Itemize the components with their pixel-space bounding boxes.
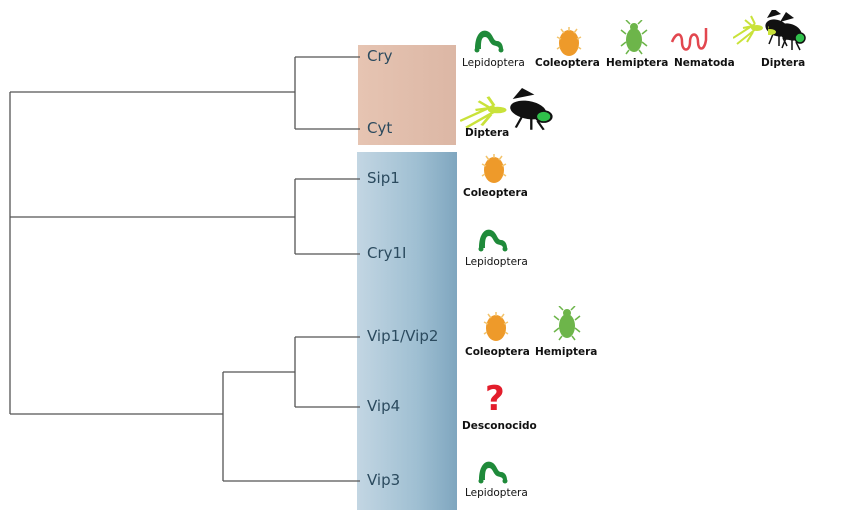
fly-icon: [768, 12, 806, 51]
target-label: Lepidoptera: [462, 57, 525, 69]
question-mark-icon: ?: [485, 379, 505, 419]
leaf-sip1: Sip1: [367, 169, 400, 187]
branch-vip-clade: [10, 336, 360, 482]
vip-sip-group-box: [357, 152, 457, 510]
target-label: Nematoda: [674, 57, 735, 69]
target-label: Hemiptera: [535, 346, 598, 358]
target-label: Desconocido: [462, 420, 537, 432]
leaf-cry: Cry: [367, 47, 393, 65]
beetle-icon: [483, 311, 509, 342]
caterpillar-icon: [478, 229, 508, 252]
caterpillar-icon: [474, 30, 504, 53]
leaf-vip1-vip2: Vip1/Vip2: [367, 327, 439, 345]
target-label: Lepidoptera: [465, 487, 528, 499]
target-label: Diptera: [465, 127, 510, 139]
leaf-vip3: Vip3: [367, 471, 401, 489]
beetle-icon: [481, 153, 507, 184]
target-label: Lepidoptera: [465, 256, 528, 268]
target-label: Diptera: [761, 57, 806, 69]
target-label: Coleoptera: [535, 57, 600, 69]
leaf-vip4: Vip4: [367, 397, 401, 415]
target-label: Hemiptera: [606, 57, 669, 69]
target-label: Coleoptera: [465, 346, 530, 358]
branch-cry-cyt: [10, 56, 360, 130]
beetle-icon: [556, 26, 582, 57]
target-label: Coleoptera: [463, 187, 528, 199]
caterpillar-icon: [478, 461, 508, 484]
worm-icon: [670, 28, 708, 51]
leaf-cry1i: Cry1I: [367, 244, 407, 262]
aphid-icon: [553, 306, 581, 341]
branch-sip-cry1i: [10, 178, 360, 255]
aphid-icon: [620, 20, 648, 55]
cry-cyt-group-box: [358, 45, 456, 145]
leaf-cyt: Cyt: [367, 119, 393, 137]
